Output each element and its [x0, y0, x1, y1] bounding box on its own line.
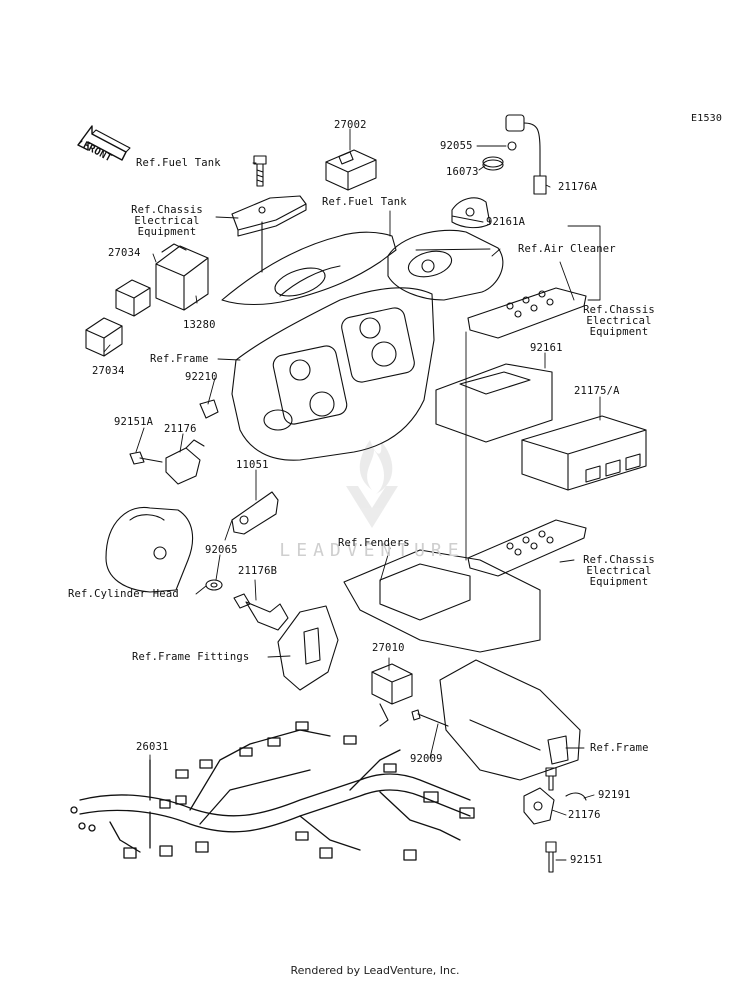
- air-cleaner-ref-outline: [387, 229, 504, 301]
- electrical-tray-top: [467, 287, 587, 339]
- label-92009: 92009: [410, 753, 443, 765]
- nut-16073-icon: [482, 156, 504, 171]
- label-ref-chassis-2: Ref.Chassis Electrical Equipment: [576, 305, 662, 338]
- mounting-bracket-icon: [231, 195, 307, 273]
- leader-lines: [103, 128, 601, 861]
- relay-27002-icon: [325, 149, 377, 191]
- label-ref-frame-1: Ref.Frame: [150, 353, 209, 365]
- label-ref-frame-fittings: Ref.Frame Fittings: [132, 651, 250, 663]
- label-26031: 26031: [136, 741, 169, 753]
- label-11051: 11051: [236, 459, 269, 471]
- ecu-21175-icon: [521, 415, 647, 491]
- diagram-code: E1530: [691, 113, 723, 124]
- bolt-92151A-icon: [129, 451, 163, 465]
- label-ref-fuel-tank-2: Ref.Fuel Tank: [322, 196, 407, 208]
- label-line: Ref.Chassis: [131, 204, 203, 216]
- watermark-text: LEADVENTURE: [279, 540, 464, 561]
- frame-fittings-outline: [277, 605, 339, 691]
- relay-27034-upper-icon: [115, 279, 151, 317]
- cylinder-head-outline: [105, 506, 194, 593]
- label-line: Ref.Chassis: [583, 554, 655, 566]
- label-line: Electrical: [586, 315, 652, 327]
- label-ref-fuel-tank-1: Ref.Fuel Tank: [136, 157, 221, 169]
- label-line: Equipment: [589, 326, 649, 338]
- bracket-92161A-icon: [451, 197, 491, 229]
- rear-frame-outline: [439, 659, 581, 781]
- label-16073: 16073: [446, 166, 479, 178]
- footer-credit: Rendered by LeadVenture, Inc.: [290, 964, 460, 977]
- label-92151: 92151: [570, 854, 603, 866]
- front-arrow-icon: [77, 125, 131, 161]
- label-21176-upper: 21176: [164, 423, 197, 435]
- label-27034-upper: 27034: [108, 247, 141, 259]
- label-27010: 27010: [372, 642, 405, 654]
- label-line: Electrical: [586, 565, 652, 577]
- label-92161: 92161: [530, 342, 563, 354]
- label-line: Equipment: [589, 576, 649, 588]
- washer-92065-icon: [205, 579, 223, 591]
- bracket-11051-icon: [231, 491, 279, 535]
- wiring-harness-26031-icon: [70, 721, 475, 861]
- bolt-fuel-tank-icon: [253, 155, 267, 187]
- sensor-21176-upper-icon: [165, 439, 205, 485]
- label-ref-chassis-3: Ref.Chassis Electrical Equipment: [576, 555, 662, 588]
- label-21176-lower: 21176: [568, 809, 601, 821]
- label-92191: 92191: [598, 789, 631, 801]
- label-line: Electrical: [134, 215, 200, 227]
- label-ref-fenders: Ref.Fenders: [338, 537, 410, 549]
- clip-92191-icon: [565, 792, 587, 801]
- frame-plate-outline: [231, 287, 435, 461]
- relay-27010-icon: [371, 663, 413, 727]
- label-21176A: 21176A: [558, 181, 598, 193]
- bolt-92009-icon: [411, 709, 449, 727]
- label-27034-lower: 27034: [92, 365, 125, 377]
- label-ref-cylinder-head: Ref.Cylinder Head: [68, 588, 179, 600]
- label-ref-air-cleaner: Ref.Air Cleaner: [518, 243, 616, 255]
- sensor-21176A-icon: [505, 114, 547, 195]
- label-27002: 27002: [334, 119, 367, 131]
- ecu-bracket-92161-icon: [435, 363, 553, 443]
- label-21175A: 21175/A: [574, 385, 620, 397]
- fuel-tank-outline: [221, 231, 397, 305]
- sensor-21176B-icon: [233, 593, 289, 631]
- label-21176B: 21176B: [238, 565, 278, 577]
- electrical-tray-bottom: [467, 519, 587, 577]
- label-92210: 92210: [185, 371, 218, 383]
- label-line: Equipment: [137, 226, 197, 238]
- relay-13280-icon: [155, 243, 209, 311]
- grommet-92210-icon: [199, 399, 219, 419]
- label-92151A: 92151A: [114, 416, 154, 428]
- sensor-21176-lower-icon: [523, 787, 555, 825]
- bolt-frame-icon: [545, 767, 557, 791]
- watermark-logo: [346, 440, 398, 528]
- fenders-outline: [343, 549, 541, 653]
- label-ref-frame-2: Ref.Frame: [590, 742, 649, 754]
- label-92065: 92065: [205, 544, 238, 556]
- relay-27034-lower-icon: [85, 317, 123, 357]
- label-92161A: 92161A: [486, 216, 526, 228]
- bolt-92151-icon: [545, 841, 557, 873]
- label-line: Ref.Chassis: [583, 304, 655, 316]
- label-ref-chassis-1: Ref.Chassis Electrical Equipment: [124, 205, 210, 238]
- label-92055: 92055: [440, 140, 473, 152]
- label-13280: 13280: [183, 319, 216, 331]
